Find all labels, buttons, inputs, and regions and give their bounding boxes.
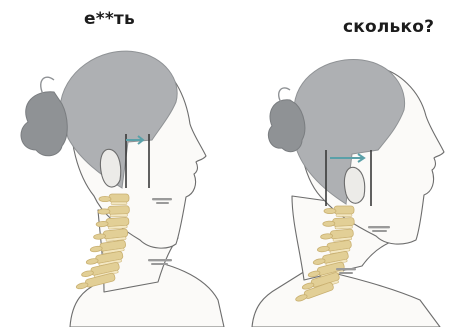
left-figure [21,51,224,327]
vertebra [109,194,129,202]
spinous-process [81,270,94,278]
spinous-process [90,246,103,253]
intervertebral-disc [335,226,353,229]
left-hair-bun [21,92,67,156]
vertebra [333,217,355,226]
vertebra [334,206,354,214]
vertebra [108,206,130,215]
spinous-process [86,258,99,265]
intervertebral-disc [110,214,127,217]
spinous-process [76,282,89,290]
spinous-process [323,221,335,227]
intervertebral-disc [111,202,127,205]
right-hair-bun [268,100,305,152]
right-figure [252,60,444,327]
right-ear [344,167,364,203]
spinous-process [324,208,336,213]
right-shoulders [252,268,440,327]
left-ear [100,149,120,187]
left-caption: е**ть [84,9,135,29]
right-caption: сколько? [343,17,434,37]
spinous-process [99,196,111,201]
spinous-process [98,209,110,215]
spinous-process [96,221,108,227]
intervertebral-disc [336,214,352,217]
